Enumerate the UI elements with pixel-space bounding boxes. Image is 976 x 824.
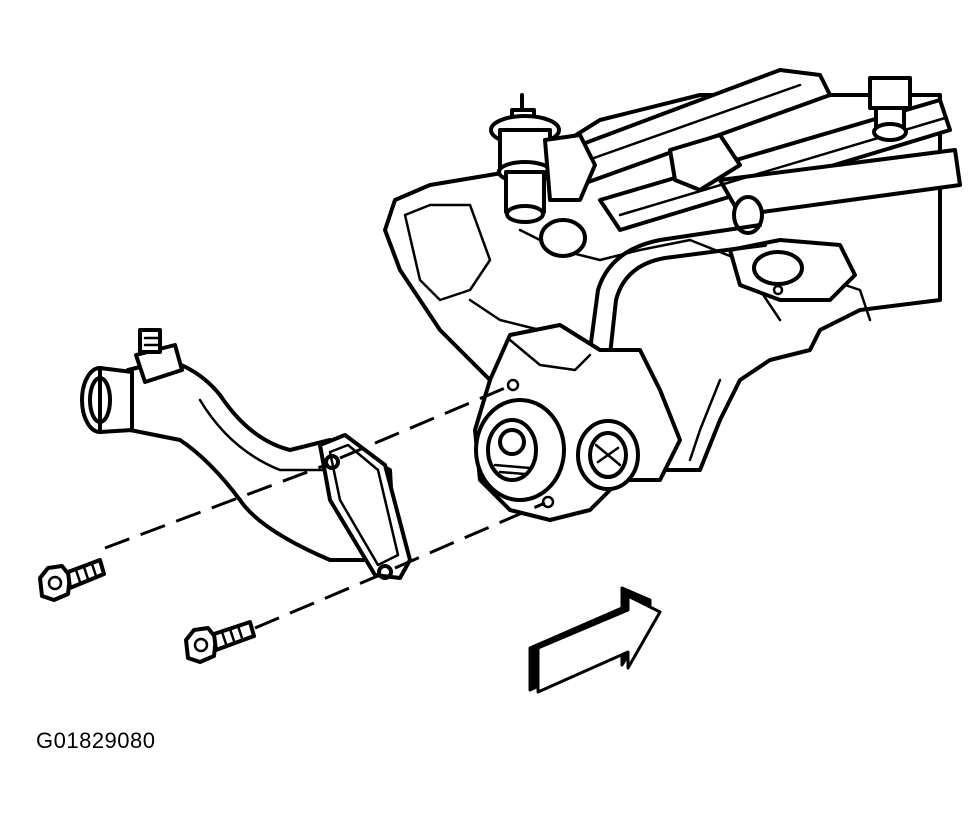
figure-id-label: G01829080 bbox=[36, 728, 156, 753]
thermostat bbox=[486, 418, 538, 482]
pressure-regulator bbox=[489, 93, 597, 258]
coolant-outlet-pipe bbox=[80, 328, 397, 562]
front-direction-arrow bbox=[528, 586, 662, 694]
fuel-rail bbox=[538, 68, 962, 232]
alignment-lines bbox=[104, 386, 546, 630]
bolt-upper bbox=[38, 558, 106, 602]
bolt-lower bbox=[184, 620, 256, 664]
outlet-flange-gasket bbox=[318, 433, 412, 580]
bypass-tube bbox=[588, 223, 767, 357]
fuel-injector bbox=[668, 76, 912, 235]
